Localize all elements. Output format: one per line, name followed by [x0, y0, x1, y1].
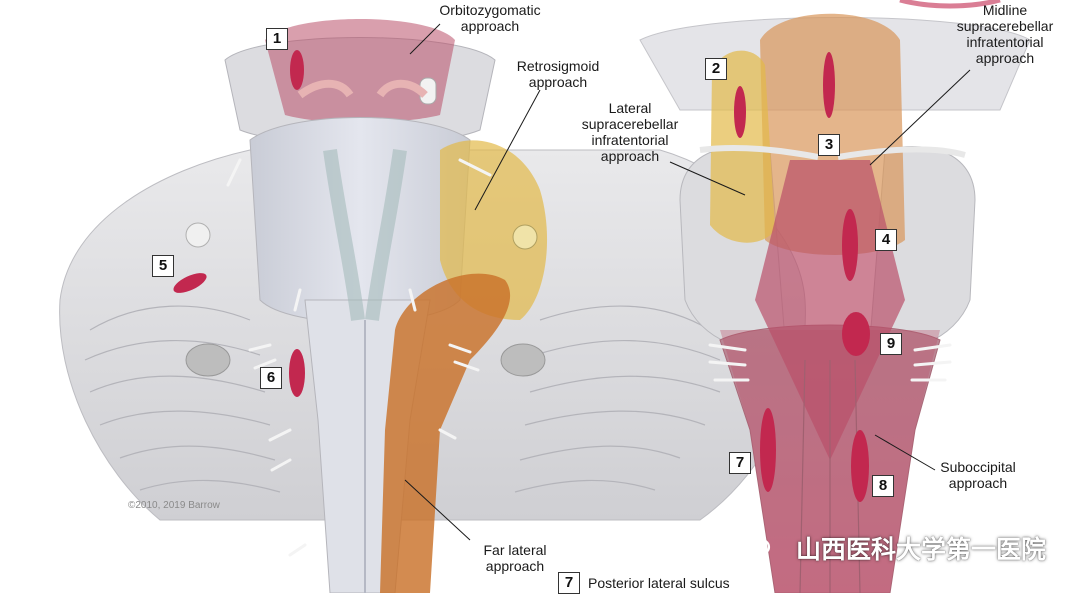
label-retrosigmoid: Retrosigmoid approach — [516, 58, 600, 90]
label-midline-sca: Midline supracerebellar infratentorial a… — [956, 2, 1054, 66]
lesion-4 — [842, 209, 858, 281]
leader-lines — [404, 23, 971, 541]
legend-text: Posterior lateral sulcus — [588, 575, 730, 591]
marker-1: 1 — [266, 28, 288, 50]
far-lateral-region — [380, 273, 511, 593]
marker-7: 7 — [729, 452, 751, 474]
copyright-text: ©2010, 2019 Barrow — [128, 500, 220, 511]
label-lateral-sca: Lateral supracerebellar infratentorial a… — [581, 100, 679, 164]
lesion-3 — [823, 52, 835, 118]
fourth-ventricle — [755, 160, 905, 460]
lesion-6 — [289, 349, 305, 397]
watermark-text: 山西医科大学第一医院 — [795, 536, 1046, 564]
marker-5: 5 — [152, 255, 174, 277]
label-far-lateral: Far lateral approach — [483, 542, 547, 574]
lesion-8 — [851, 430, 869, 502]
marker-9: 9 — [880, 333, 902, 355]
legend-marker-7: 7 — [558, 572, 580, 594]
lesion-9 — [842, 312, 870, 356]
chat-bubble-icon — [735, 531, 771, 557]
lesion-7 — [760, 408, 776, 492]
orbitozygomatic-region — [265, 19, 455, 123]
marker-4: 4 — [875, 229, 897, 251]
left-panel-anterior-view — [59, 19, 806, 593]
marker-2: 2 — [705, 58, 727, 80]
lesion-5 — [173, 273, 207, 293]
label-orbitozygomatic: Orbitozygomatic approach — [439, 2, 541, 34]
lesion-2 — [734, 86, 746, 138]
marker-3: 3 — [818, 134, 840, 156]
cerebellar-folia — [84, 305, 721, 493]
marker-6: 6 — [260, 367, 282, 389]
marker-8: 8 — [872, 475, 894, 497]
label-suboccipital: Suboccipital approach — [940, 459, 1016, 491]
right-panel-posterior-view — [639, 0, 1031, 593]
lesion-1 — [290, 50, 304, 90]
